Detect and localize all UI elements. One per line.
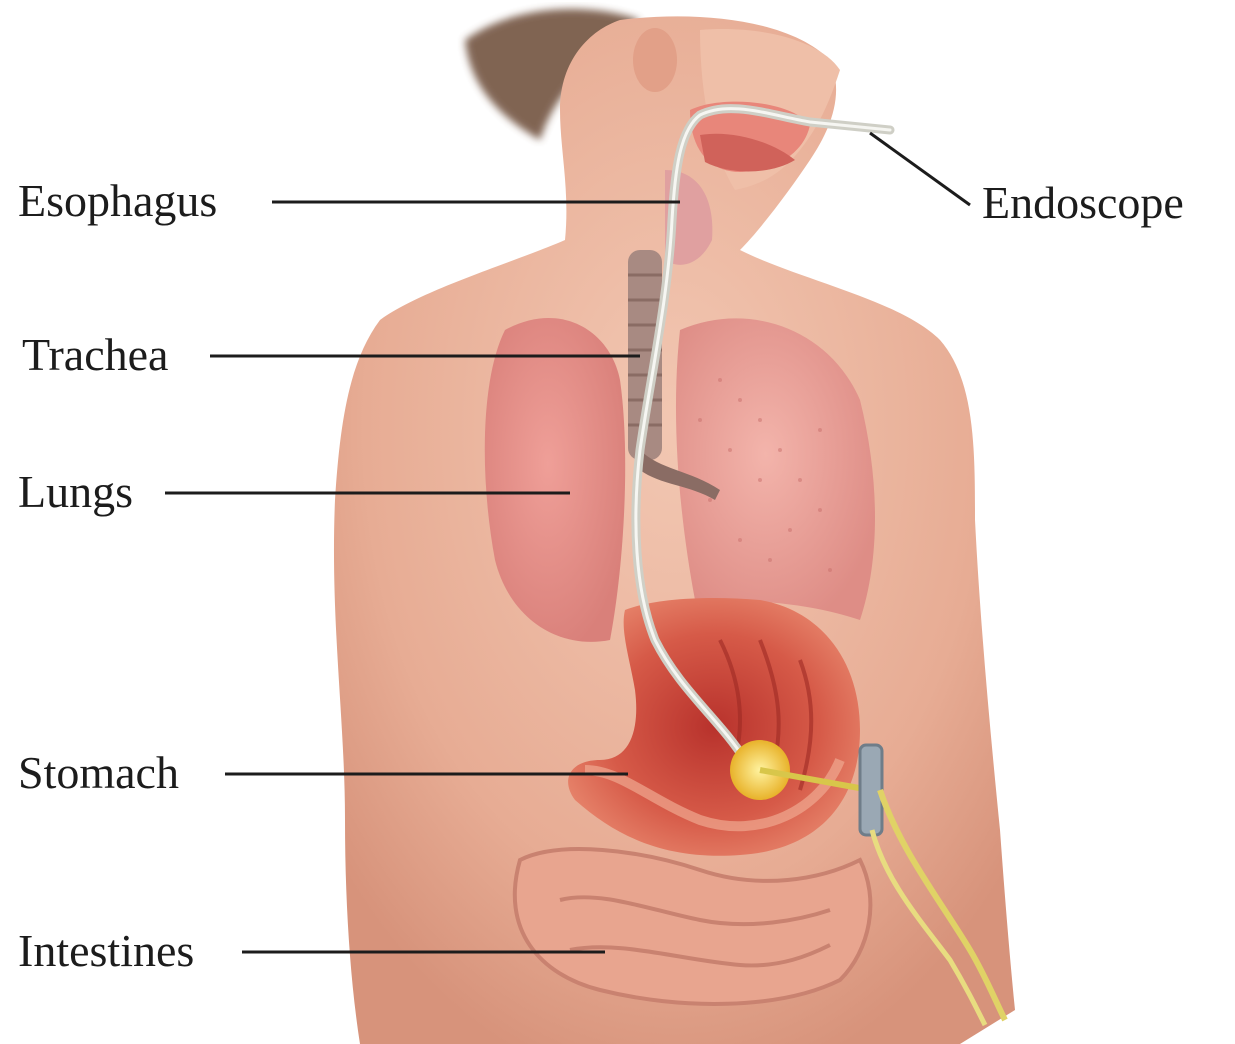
label-endoscope: Endoscope: [982, 180, 1184, 226]
label-intestines: Intestines: [18, 928, 194, 974]
label-lungs: Lungs: [18, 469, 133, 515]
ear-shape: [633, 28, 677, 92]
leader-line-endoscope: [870, 133, 970, 205]
label-esophagus: Esophagus: [18, 178, 217, 224]
label-trachea: Trachea: [22, 332, 168, 378]
label-stomach: Stomach: [18, 750, 179, 796]
gastrostomy-port: [860, 745, 882, 835]
